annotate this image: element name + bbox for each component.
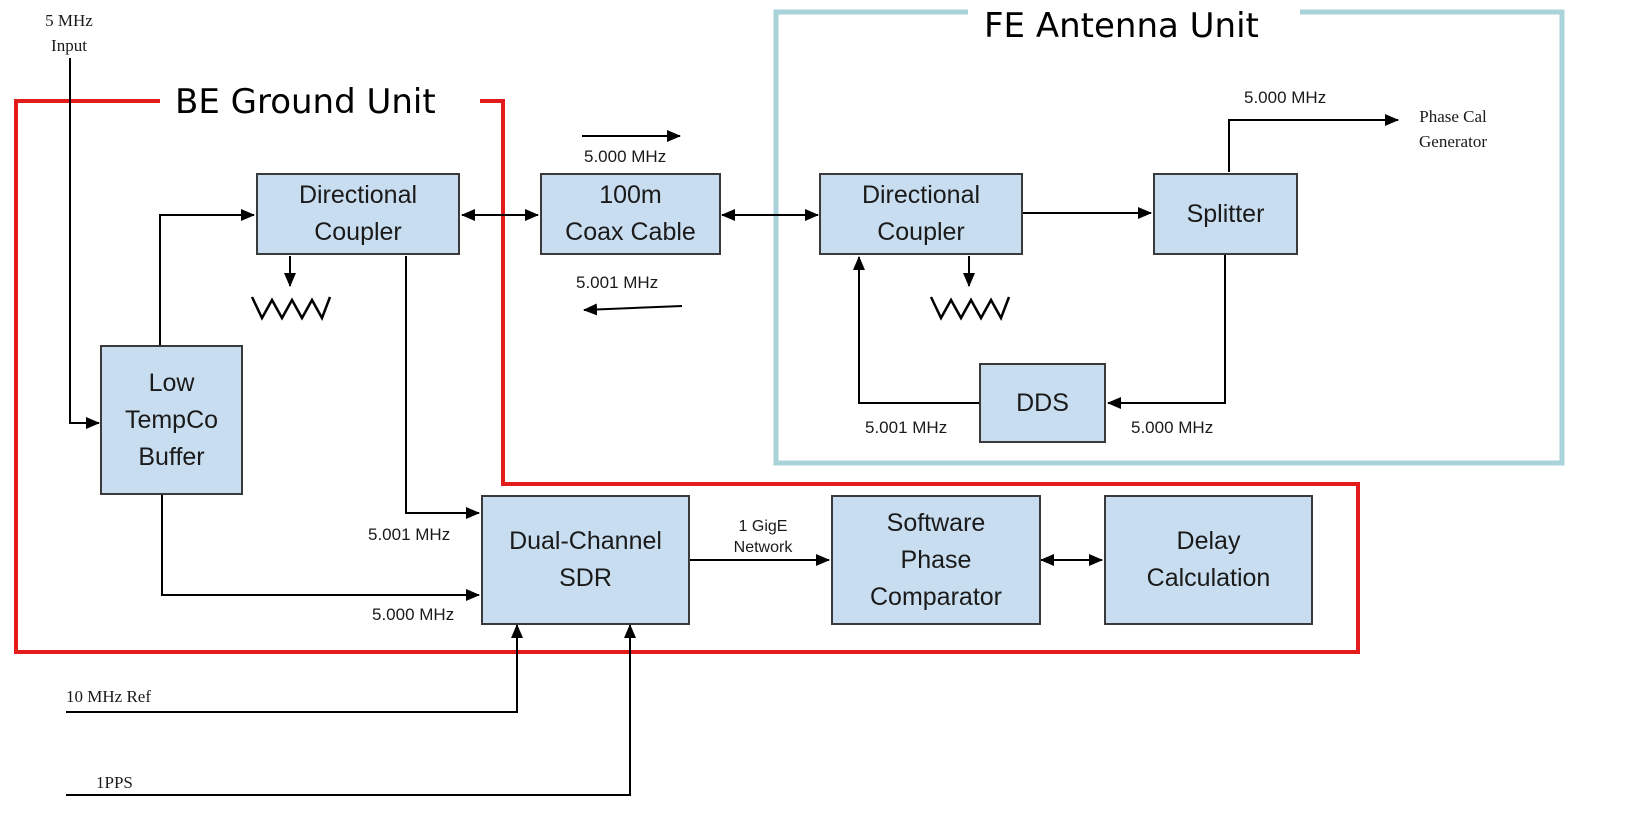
- software-phase-comparator: Software Phase Comparator: [831, 495, 1041, 625]
- buffer-to-coupler-wire: [159, 209, 255, 345]
- coax-return-label: 5.001 MHz: [576, 273, 659, 292]
- pps-label: 1PPS: [96, 773, 133, 792]
- buffer-sdr-wire: [161, 495, 480, 601]
- coax-forward-label: 5.000 MHz: [584, 147, 667, 166]
- dds-output-label: 5.001 MHz: [865, 418, 948, 437]
- splitter: Splitter: [1153, 173, 1298, 255]
- return-arrow: [583, 303, 683, 316]
- dual-channel-sdr: Dual-Channel SDR: [481, 495, 690, 625]
- resistor-icon: [250, 296, 332, 321]
- be-directional-coupler: Directional Coupler: [256, 173, 460, 255]
- coax-cable: 100m Coax Cable: [540, 173, 721, 255]
- input-wire: [69, 58, 100, 429]
- low-tempco-buffer: Low TempCo Buffer: [100, 345, 243, 495]
- pps-sdr-wire: [66, 624, 636, 796]
- ground-unit-title: BE Ground Unit: [167, 82, 444, 122]
- ref-sdr-wire: [66, 624, 523, 713]
- sdr-input-5001-label: 5.001 MHz: [368, 525, 451, 544]
- dds-input-label: 5.000 MHz: [1131, 418, 1214, 437]
- dds-coupler-wire: [853, 256, 979, 404]
- dds: DDS: [979, 363, 1106, 443]
- sdr-input-5000-label: 5.000 MHz: [372, 605, 455, 624]
- ground-unit-outline: [14, 99, 1360, 654]
- network-label: 1 GigE Network: [733, 518, 793, 556]
- antenna-unit-outline: [773, 9, 1565, 466]
- splitter-phasecal-wire: [1228, 114, 1399, 172]
- coupler-sdr-wire: [405, 256, 480, 519]
- antenna-unit-title: FE Antenna Unit: [976, 6, 1267, 46]
- delay-calculation: Delay Calculation: [1104, 495, 1313, 625]
- phase-cal-generator-label: Phase Cal Generator: [1419, 107, 1487, 151]
- splitter-out-label: 5.000 MHz: [1244, 88, 1327, 107]
- splitter-dds-wire: [1107, 255, 1226, 409]
- input-5mhz-label: 5 MHz Input: [45, 11, 93, 55]
- resistor-icon: [929, 296, 1011, 321]
- ref-10mhz-label: 10 MHz Ref: [66, 687, 151, 706]
- fe-directional-coupler: Directional Coupler: [819, 173, 1023, 255]
